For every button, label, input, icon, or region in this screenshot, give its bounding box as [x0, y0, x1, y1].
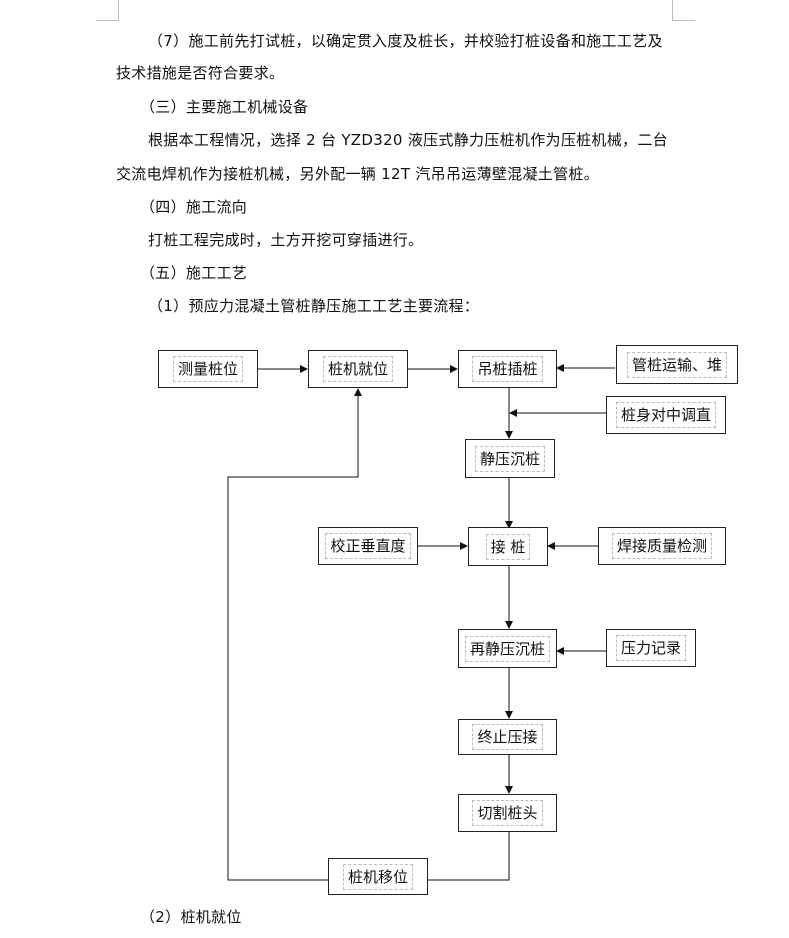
paragraph-equipment-line2: 交流电焊机作为接桩机械，另外配一辆 12T 汽吊吊运薄壁混凝土管桩。 — [116, 165, 599, 183]
node-lift-insert-pile: 吊桩插桩 — [458, 350, 557, 388]
node-pressure-record: 压力记录 — [606, 629, 696, 667]
node-stop-pressing: 终止压接 — [458, 719, 557, 755]
heading-construction-process: （五）施工工艺 — [140, 264, 248, 282]
node-re-static-press: 再静压沉桩 — [458, 629, 557, 668]
node-pipe-pile-transport-label: 管桩运输、堆 — [626, 351, 727, 378]
node-rig-positioning-label: 桩机就位 — [322, 356, 393, 382]
node-pile-splicing-label: 接 桩 — [485, 533, 531, 560]
heading-rig-positioning: （2）桩机就位 — [140, 908, 242, 926]
node-cut-pile-head-label: 切割桩头 — [472, 800, 543, 826]
crop-mark-top-left — [96, 0, 119, 21]
paragraph-step7-line2: 技术措施是否符合要求。 — [116, 64, 285, 82]
node-lift-insert-pile-label: 吊桩插桩 — [472, 356, 543, 382]
node-measure-pile-position-label: 测量桩位 — [172, 356, 243, 382]
node-stop-pressing-label: 终止压接 — [472, 724, 543, 750]
node-static-press-sinking: 静压沉桩 — [465, 439, 555, 478]
crop-mark-top-right — [672, 0, 695, 21]
node-weld-quality-inspection: 焊接质量检测 — [598, 527, 726, 565]
heading-construction-flow: （四）施工流向 — [140, 198, 248, 216]
node-pressure-record-label: 压力记录 — [615, 635, 686, 661]
node-rig-relocation-label: 桩机移位 — [342, 863, 413, 890]
node-pile-splicing: 接 桩 — [468, 527, 548, 566]
node-measure-pile-position: 测量桩位 — [158, 350, 258, 388]
node-correct-verticality-label: 校正垂直度 — [325, 533, 411, 559]
paragraph-step7-line1: （7）施工前先打试桩，以确定贯入度及桩长，并校验打桩设备和施工工艺及 — [148, 32, 663, 50]
node-pile-body-alignment: 桩身对中调直 — [606, 396, 726, 434]
node-pile-body-alignment-label: 桩身对中调直 — [615, 402, 716, 428]
node-re-static-press-label: 再静压沉桩 — [464, 635, 550, 662]
paragraph-construction-flow: 打桩工程完成时，土方开挖可穿插进行。 — [148, 231, 424, 249]
heading-main-equipment: （三）主要施工机械设备 — [140, 98, 309, 116]
node-weld-quality-inspection-label: 焊接质量检测 — [611, 533, 712, 559]
node-rig-relocation: 桩机移位 — [328, 858, 428, 895]
node-correct-verticality: 校正垂直度 — [318, 527, 418, 565]
node-pipe-pile-transport: 管桩运输、堆 — [616, 345, 738, 384]
paragraph-process-intro: （1）预应力混凝土管桩静压施工工艺主要流程： — [148, 297, 480, 315]
node-static-press-sinking-label: 静压沉桩 — [474, 445, 545, 472]
node-rig-positioning: 桩机就位 — [308, 350, 408, 388]
node-cut-pile-head: 切割桩头 — [458, 794, 557, 832]
paragraph-equipment-line1: 根据本工程情况，选择 2 台 YZD320 液压式静力压桩机作为压桩机械，二台 — [148, 131, 668, 149]
